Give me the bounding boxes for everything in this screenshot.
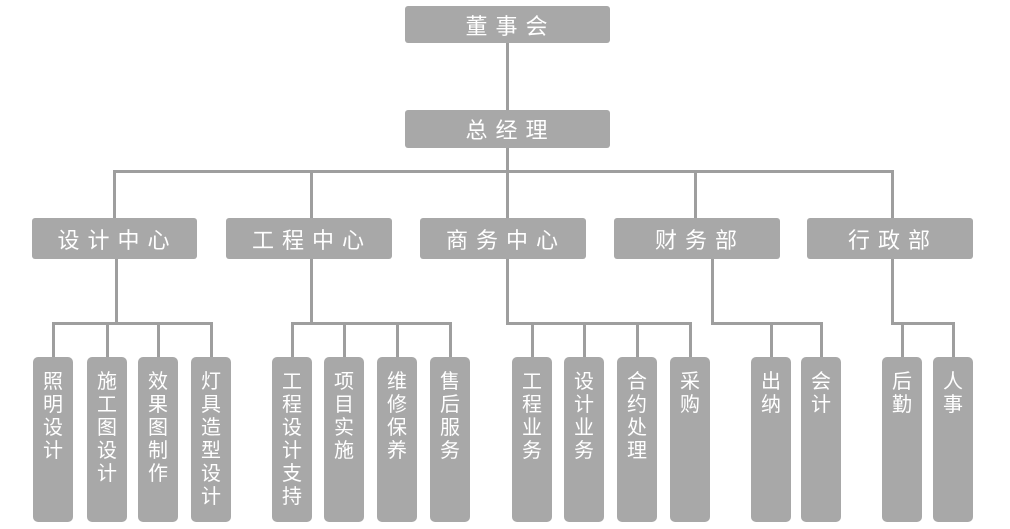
org-box-label: 设计业务 — [574, 369, 594, 462]
connector-line — [694, 170, 697, 218]
connector-line — [343, 322, 346, 357]
connector-line — [506, 170, 509, 218]
connector-line — [583, 322, 586, 357]
connector-line — [891, 170, 894, 218]
org-box-procurement: 采购 — [670, 357, 710, 522]
connector-line — [531, 322, 534, 357]
org-box-construction-drawing-design: 施工图设计 — [87, 357, 127, 522]
org-box-label: 售后服务 — [440, 369, 460, 462]
connector-line — [711, 322, 823, 325]
org-box-label: 工程设计支持 — [282, 369, 302, 508]
connector-line — [291, 322, 452, 325]
org-box-dept-administration: 行政部 — [807, 218, 973, 259]
org-box-project-implementation: 项目实施 — [324, 357, 364, 522]
org-box-label: 人事 — [943, 369, 963, 416]
connector-line — [820, 322, 823, 357]
org-box-board: 董事会 — [405, 6, 610, 43]
connector-line — [396, 322, 399, 357]
connector-line — [901, 322, 904, 357]
org-box-label: 项目实施 — [334, 369, 354, 462]
org-box-label: 施工图设计 — [97, 369, 117, 485]
org-box-label: 合约处理 — [627, 369, 647, 462]
org-box-engineering-design-support: 工程设计支持 — [272, 357, 312, 522]
org-box-accountant: 会计 — [801, 357, 841, 522]
connector-line — [113, 170, 894, 173]
connector-line — [52, 322, 55, 357]
org-box-label: 采购 — [680, 369, 700, 416]
connector-line — [291, 322, 294, 357]
connector-line — [115, 259, 118, 325]
org-box-dept-business-center: 商务中心 — [420, 218, 586, 259]
connector-line — [506, 259, 509, 325]
connector-line — [310, 259, 313, 325]
org-box-cashier: 出纳 — [751, 357, 791, 522]
org-box-lighting-design: 照明设计 — [33, 357, 73, 522]
org-box-label: 出纳 — [761, 369, 781, 416]
org-box-dept-engineering-center: 工程中心 — [226, 218, 392, 259]
org-box-label: 灯具造型设计 — [201, 369, 221, 508]
org-box-label: 工程业务 — [522, 369, 542, 462]
connector-line — [157, 322, 160, 357]
org-box-label: 照明设计 — [43, 369, 63, 462]
connector-line — [952, 322, 955, 357]
connector-line — [689, 322, 692, 357]
connector-line — [636, 322, 639, 357]
org-box-contract-processing: 合约处理 — [617, 357, 657, 522]
org-box-rendering-production: 效果图制作 — [138, 357, 178, 522]
connector-line — [506, 322, 692, 325]
org-box-label: 后勤 — [892, 369, 912, 416]
connector-line — [891, 259, 894, 325]
org-box-logistics: 后勤 — [882, 357, 922, 522]
connector-line — [891, 322, 955, 325]
connector-line — [210, 322, 213, 357]
connector-line — [113, 170, 116, 218]
connector-line — [711, 259, 714, 325]
org-box-general-manager: 总经理 — [405, 110, 610, 148]
connector-line — [506, 148, 509, 173]
org-box-dept-finance: 财务部 — [614, 218, 780, 259]
org-box-label: 维修保养 — [387, 369, 407, 462]
connector-line — [770, 322, 773, 357]
org-box-after-sales-service: 售后服务 — [430, 357, 470, 522]
org-box-engineering-business: 工程业务 — [512, 357, 552, 522]
org-box-dept-design-center: 设计中心 — [32, 218, 197, 259]
org-box-label: 效果图制作 — [148, 369, 168, 485]
connector-line — [106, 322, 109, 357]
org-box-maintenance: 维修保养 — [377, 357, 417, 522]
org-box-hr: 人事 — [933, 357, 973, 522]
connector-line — [449, 322, 452, 357]
connector-line — [310, 170, 313, 218]
org-box-label: 会计 — [811, 369, 831, 416]
org-box-lamp-styling-design: 灯具造型设计 — [191, 357, 231, 522]
org-box-design-business: 设计业务 — [564, 357, 604, 522]
connector-line — [506, 43, 509, 110]
connector-line — [52, 322, 213, 325]
